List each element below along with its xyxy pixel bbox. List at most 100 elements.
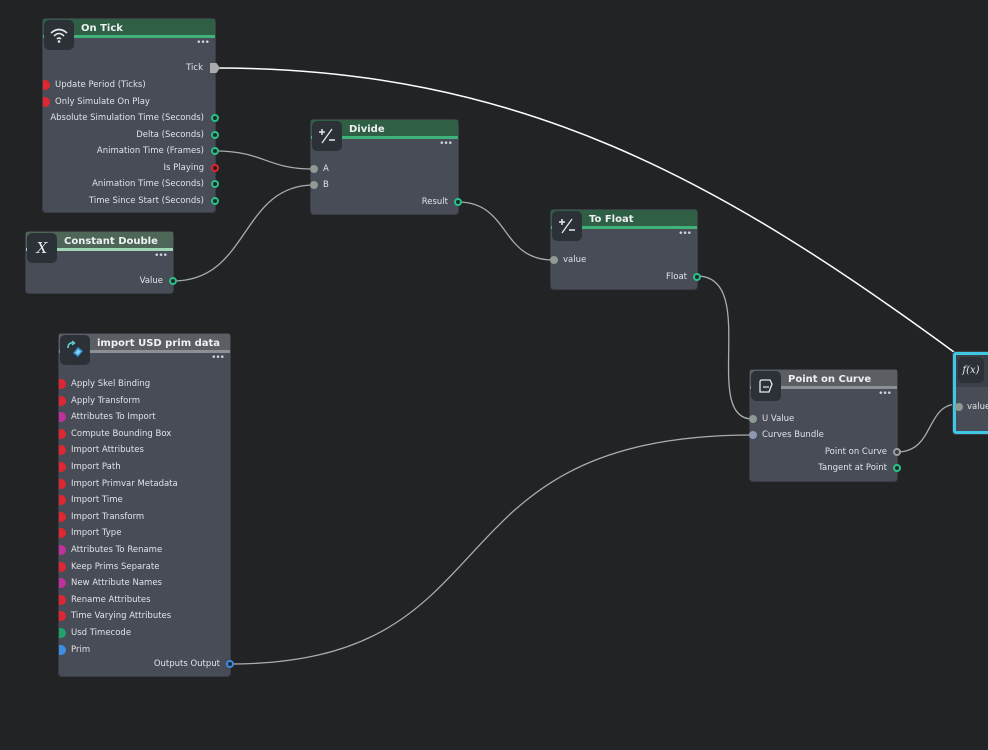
output-pin[interactable] [211, 197, 219, 205]
input-pin[interactable] [310, 181, 318, 189]
wire-float-to-uvalue [697, 276, 753, 419]
port-label: New Attribute Names [71, 577, 162, 589]
input-pin[interactable] [59, 611, 66, 621]
wire-animtime-to-divide-a [215, 151, 314, 169]
output-pin[interactable] [893, 464, 901, 472]
input-pin[interactable] [749, 431, 757, 439]
output-pin[interactable] [169, 277, 177, 285]
port-label: Only Simulate On Play [55, 96, 150, 108]
input-pin[interactable] [955, 403, 963, 411]
node-title: Constant Double [64, 233, 158, 250]
more-options-icon[interactable]: ••• [154, 252, 167, 260]
port-label: Value [140, 275, 163, 287]
port-label: value [563, 254, 586, 266]
more-options-icon[interactable]: ••• [878, 390, 891, 398]
function-fx-icon: f(x) [958, 357, 984, 383]
function-node[interactable]: f(x) value [953, 352, 988, 434]
port-label: Import Transform [71, 511, 144, 523]
port-label: Tick [186, 62, 203, 74]
output-pin[interactable] [211, 147, 219, 155]
output-pin[interactable] [211, 131, 219, 139]
output-pin[interactable] [893, 448, 901, 456]
more-options-icon[interactable]: ••• [678, 230, 691, 238]
input-pin[interactable] [59, 379, 66, 389]
input-pin[interactable] [550, 256, 558, 264]
more-options-icon[interactable]: ••• [211, 354, 224, 362]
port-label: Point on Curve [825, 446, 887, 458]
port-label: Keep Prims Separate [71, 561, 159, 573]
input-pin[interactable] [59, 545, 66, 555]
input-pin[interactable] [59, 562, 66, 572]
wire-usd-to-curvesbundle [230, 435, 753, 664]
input-pin[interactable] [59, 479, 66, 489]
port-label: value [967, 401, 988, 413]
node-title: Divide [349, 121, 385, 138]
point-on-curve-node[interactable]: Point on Curve ••• U Value Curves Bundle… [750, 370, 897, 481]
constant-double-node[interactable]: Constant Double X ••• Value [26, 232, 173, 293]
port-label: Import Primvar Metadata [71, 478, 178, 490]
divide-node[interactable]: Divide ••• A B Result [311, 120, 458, 214]
output-pin[interactable] [211, 114, 219, 122]
input-pin[interactable] [59, 445, 66, 455]
exec-output-pin[interactable] [210, 63, 220, 73]
port-label: B [323, 179, 329, 191]
more-options-icon[interactable]: ••• [196, 39, 209, 47]
port-label: U Value [762, 413, 794, 425]
curve-icon [751, 371, 781, 401]
port-label: Is Playing [163, 162, 204, 174]
plus-minus-icon [312, 121, 342, 151]
output-pin[interactable] [211, 164, 219, 172]
input-pin[interactable] [43, 97, 50, 107]
input-pin[interactable] [749, 415, 757, 423]
port-label: Time Varying Attributes [71, 610, 171, 622]
wifi-icon [44, 20, 74, 50]
plus-minus-icon [552, 211, 582, 241]
port-label: Import Path [71, 461, 121, 473]
input-pin[interactable] [59, 645, 66, 655]
input-pin[interactable] [59, 628, 66, 638]
wire-result-to-tofloat [458, 202, 553, 260]
port-label: Apply Skel Binding [71, 378, 150, 390]
input-pin[interactable] [59, 412, 66, 422]
port-label: Import Attributes [71, 444, 144, 456]
node-title: import USD prim data [97, 335, 220, 352]
port-label: Result [422, 196, 448, 208]
port-label: Update Period (Ticks) [55, 79, 146, 91]
output-pin[interactable] [226, 660, 234, 668]
input-pin[interactable] [310, 165, 318, 173]
port-label: Curves Bundle [762, 429, 824, 441]
to-float-node[interactable]: To Float ••• value Float [551, 210, 697, 289]
node-title: To Float [589, 211, 634, 228]
input-pin[interactable] [59, 429, 66, 439]
output-pin[interactable] [454, 198, 462, 206]
port-label: Usd Timecode [71, 627, 131, 639]
node-title: Point on Curve [788, 371, 871, 388]
input-pin[interactable] [59, 396, 66, 406]
output-pin[interactable] [211, 180, 219, 188]
on-tick-node[interactable]: On Tick ••• Tick Update Period (Ticks) O… [43, 19, 215, 212]
input-pin[interactable] [59, 462, 66, 472]
port-label: Apply Transform [71, 395, 140, 407]
port-label: Animation Time (Frames) [97, 145, 204, 157]
more-options-icon[interactable]: ••• [439, 140, 452, 148]
port-label: Delta (Seconds) [136, 129, 204, 141]
port-label: Absolute Simulation Time (Seconds) [50, 112, 204, 124]
input-pin[interactable] [59, 595, 66, 605]
port-label: Prim [71, 644, 90, 656]
input-pin[interactable] [59, 578, 66, 588]
port-label: Rename Attributes [71, 594, 151, 606]
input-pin[interactable] [59, 495, 66, 505]
port-label: Animation Time (Seconds) [92, 178, 204, 190]
port-label: Outputs Output [154, 658, 220, 670]
port-label: Import Type [71, 527, 121, 539]
node-title: On Tick [81, 20, 123, 37]
import-usd-prim-data-node[interactable]: import USD prim data ••• Apply Skel Bind… [59, 334, 230, 676]
input-pin[interactable] [59, 528, 66, 538]
input-pin[interactable] [43, 80, 50, 90]
port-label: Attributes To Import [71, 411, 156, 423]
port-label: Import Time [71, 494, 123, 506]
output-pin[interactable] [693, 273, 701, 281]
wire-pointoncurve-to-function [897, 404, 958, 452]
usd-import-icon [60, 335, 90, 365]
input-pin[interactable] [59, 512, 66, 522]
